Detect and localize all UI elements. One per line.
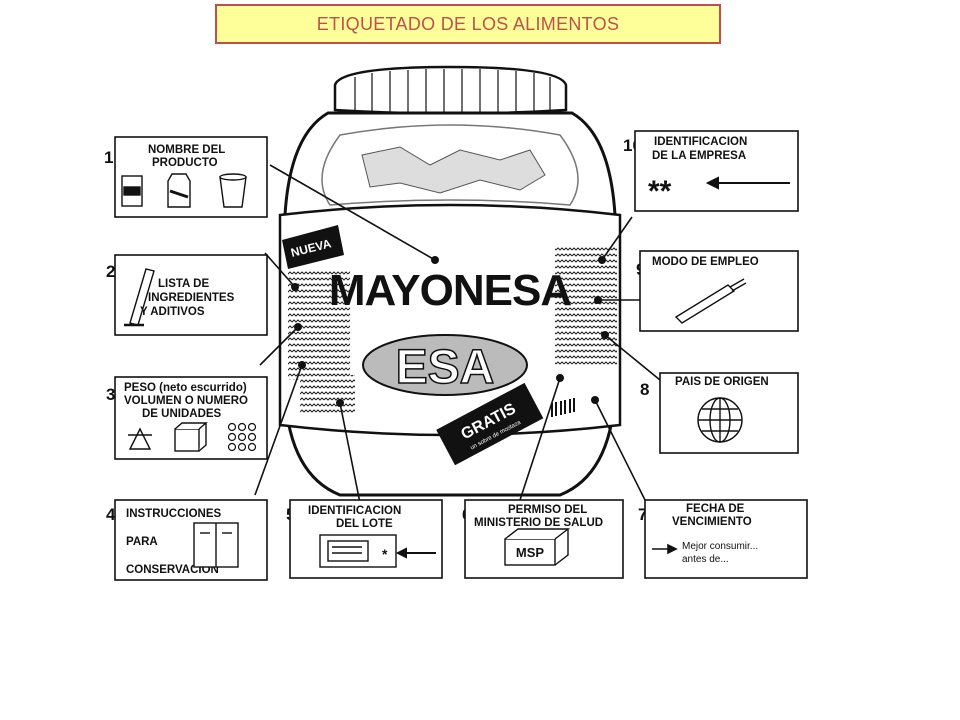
- label-6-line-1: PERMISO DEL: [508, 504, 587, 516]
- label-7-note-1: Mejor consumir...: [682, 541, 758, 552]
- arrow-right-icon: [652, 543, 678, 555]
- label-4-line-1: INSTRUCCIONES: [126, 508, 222, 520]
- label-7-number: 7: [638, 505, 647, 524]
- label-2-line-2: INGREDIENTES: [148, 292, 235, 304]
- food-label-diagram: NUEVA MAYONESA ESA GRATIS un sobre de mo…: [100, 55, 812, 588]
- label-3-line-1: PESO (neto escurrido): [124, 382, 247, 394]
- label-1-line-1: NOMBRE DEL: [148, 144, 225, 156]
- msp-box-icon: [504, 528, 571, 566]
- label-box-6: 6 PERMISO DEL MINISTERIO DE SALUD MSP: [462, 499, 624, 579]
- label-10-line-1: IDENTIFICACION: [654, 136, 747, 148]
- label-2-line-1: LISTA DE: [158, 278, 209, 290]
- label-9-line-1: MODO DE EMPLEO: [652, 256, 759, 268]
- label-2-line-3: Y ADITIVOS: [140, 306, 205, 318]
- label-8-number: 8: [640, 380, 649, 399]
- label-box-8: 8 PAIS DE ORIGEN: [640, 372, 799, 454]
- label-3-line-2: VOLUMEN O NUMERO: [124, 395, 248, 407]
- lot-mark: *: [382, 546, 388, 562]
- new-badge: NUEVA: [282, 225, 344, 269]
- package-icon: [319, 534, 397, 568]
- label-box-4: 4 INSTRUCCIONES PARA CONSERVACION: [106, 499, 268, 581]
- product-containers-icon: [121, 173, 247, 208]
- msp-badge: MSP: [516, 545, 545, 560]
- label-7-line-1: FECHA DE: [686, 503, 745, 515]
- connector-dots: [291, 256, 609, 407]
- knife-fork-icon: [674, 278, 747, 324]
- label-box-3: 3 PESO (neto escurrido) VOLUMEN O NUMERO…: [106, 376, 268, 460]
- refrigerator-icon: [193, 522, 239, 568]
- company-mark: **: [648, 175, 672, 208]
- connector-lines: [254, 164, 661, 504]
- label-4-line-2: PARA: [126, 536, 158, 548]
- cube-icon: [174, 422, 208, 452]
- units-icon: [227, 422, 257, 452]
- globe-icon: [697, 397, 743, 443]
- label-7-line-2: VENCIMIENTO: [672, 516, 752, 528]
- label-4-number: 4: [106, 505, 116, 524]
- label-1-number: 1: [104, 148, 113, 167]
- label-8-line-1: PAIS DE ORIGEN: [675, 376, 769, 388]
- label-3-number: 3: [106, 385, 115, 404]
- label-1-line-2: PRODUCTO: [152, 157, 218, 169]
- label-7-note-2: antes de...: [682, 554, 729, 565]
- label-10-line-2: DE LA EMPRESA: [652, 150, 746, 162]
- label-box-5: 5 IDENTIFICACION DEL LOTE *: [286, 499, 443, 579]
- barcode-icon: [551, 398, 575, 417]
- test-tube-icon: [124, 268, 155, 327]
- label-box-1: 1 NOMBRE DEL PRODUCTO: [104, 136, 268, 218]
- label-box-10: 10 IDENTIFICACION DE LA EMPRESA **: [623, 130, 799, 212]
- label-3-line-3: DE UNIDADES: [142, 408, 222, 420]
- brand-oval: ESA: [362, 334, 528, 396]
- label-5-line-2: DEL LOTE: [336, 518, 393, 530]
- label-box-9: 9 MODO DE EMPLEO: [636, 250, 799, 332]
- label-box-7: 7 FECHA DE VENCIMIENTO Mejor consumir...…: [638, 499, 808, 579]
- label-6-line-2: MINISTERIO DE SALUD: [474, 517, 603, 529]
- arrow-left-icon: [705, 176, 790, 190]
- label-2-number: 2: [106, 262, 115, 281]
- label-5-line-1: IDENTIFICACION: [308, 505, 401, 517]
- slide-title: ETIQUETADO DE LOS ALIMENTOS: [215, 4, 721, 44]
- product-name: MAYONESA: [329, 266, 571, 315]
- label-box-2: 2 LISTA DE INGREDIENTES Y ADITIVOS: [106, 254, 268, 336]
- scale-icon: [128, 427, 152, 450]
- brand-name: ESA: [396, 341, 495, 394]
- arrow-left-icon: [395, 547, 436, 559]
